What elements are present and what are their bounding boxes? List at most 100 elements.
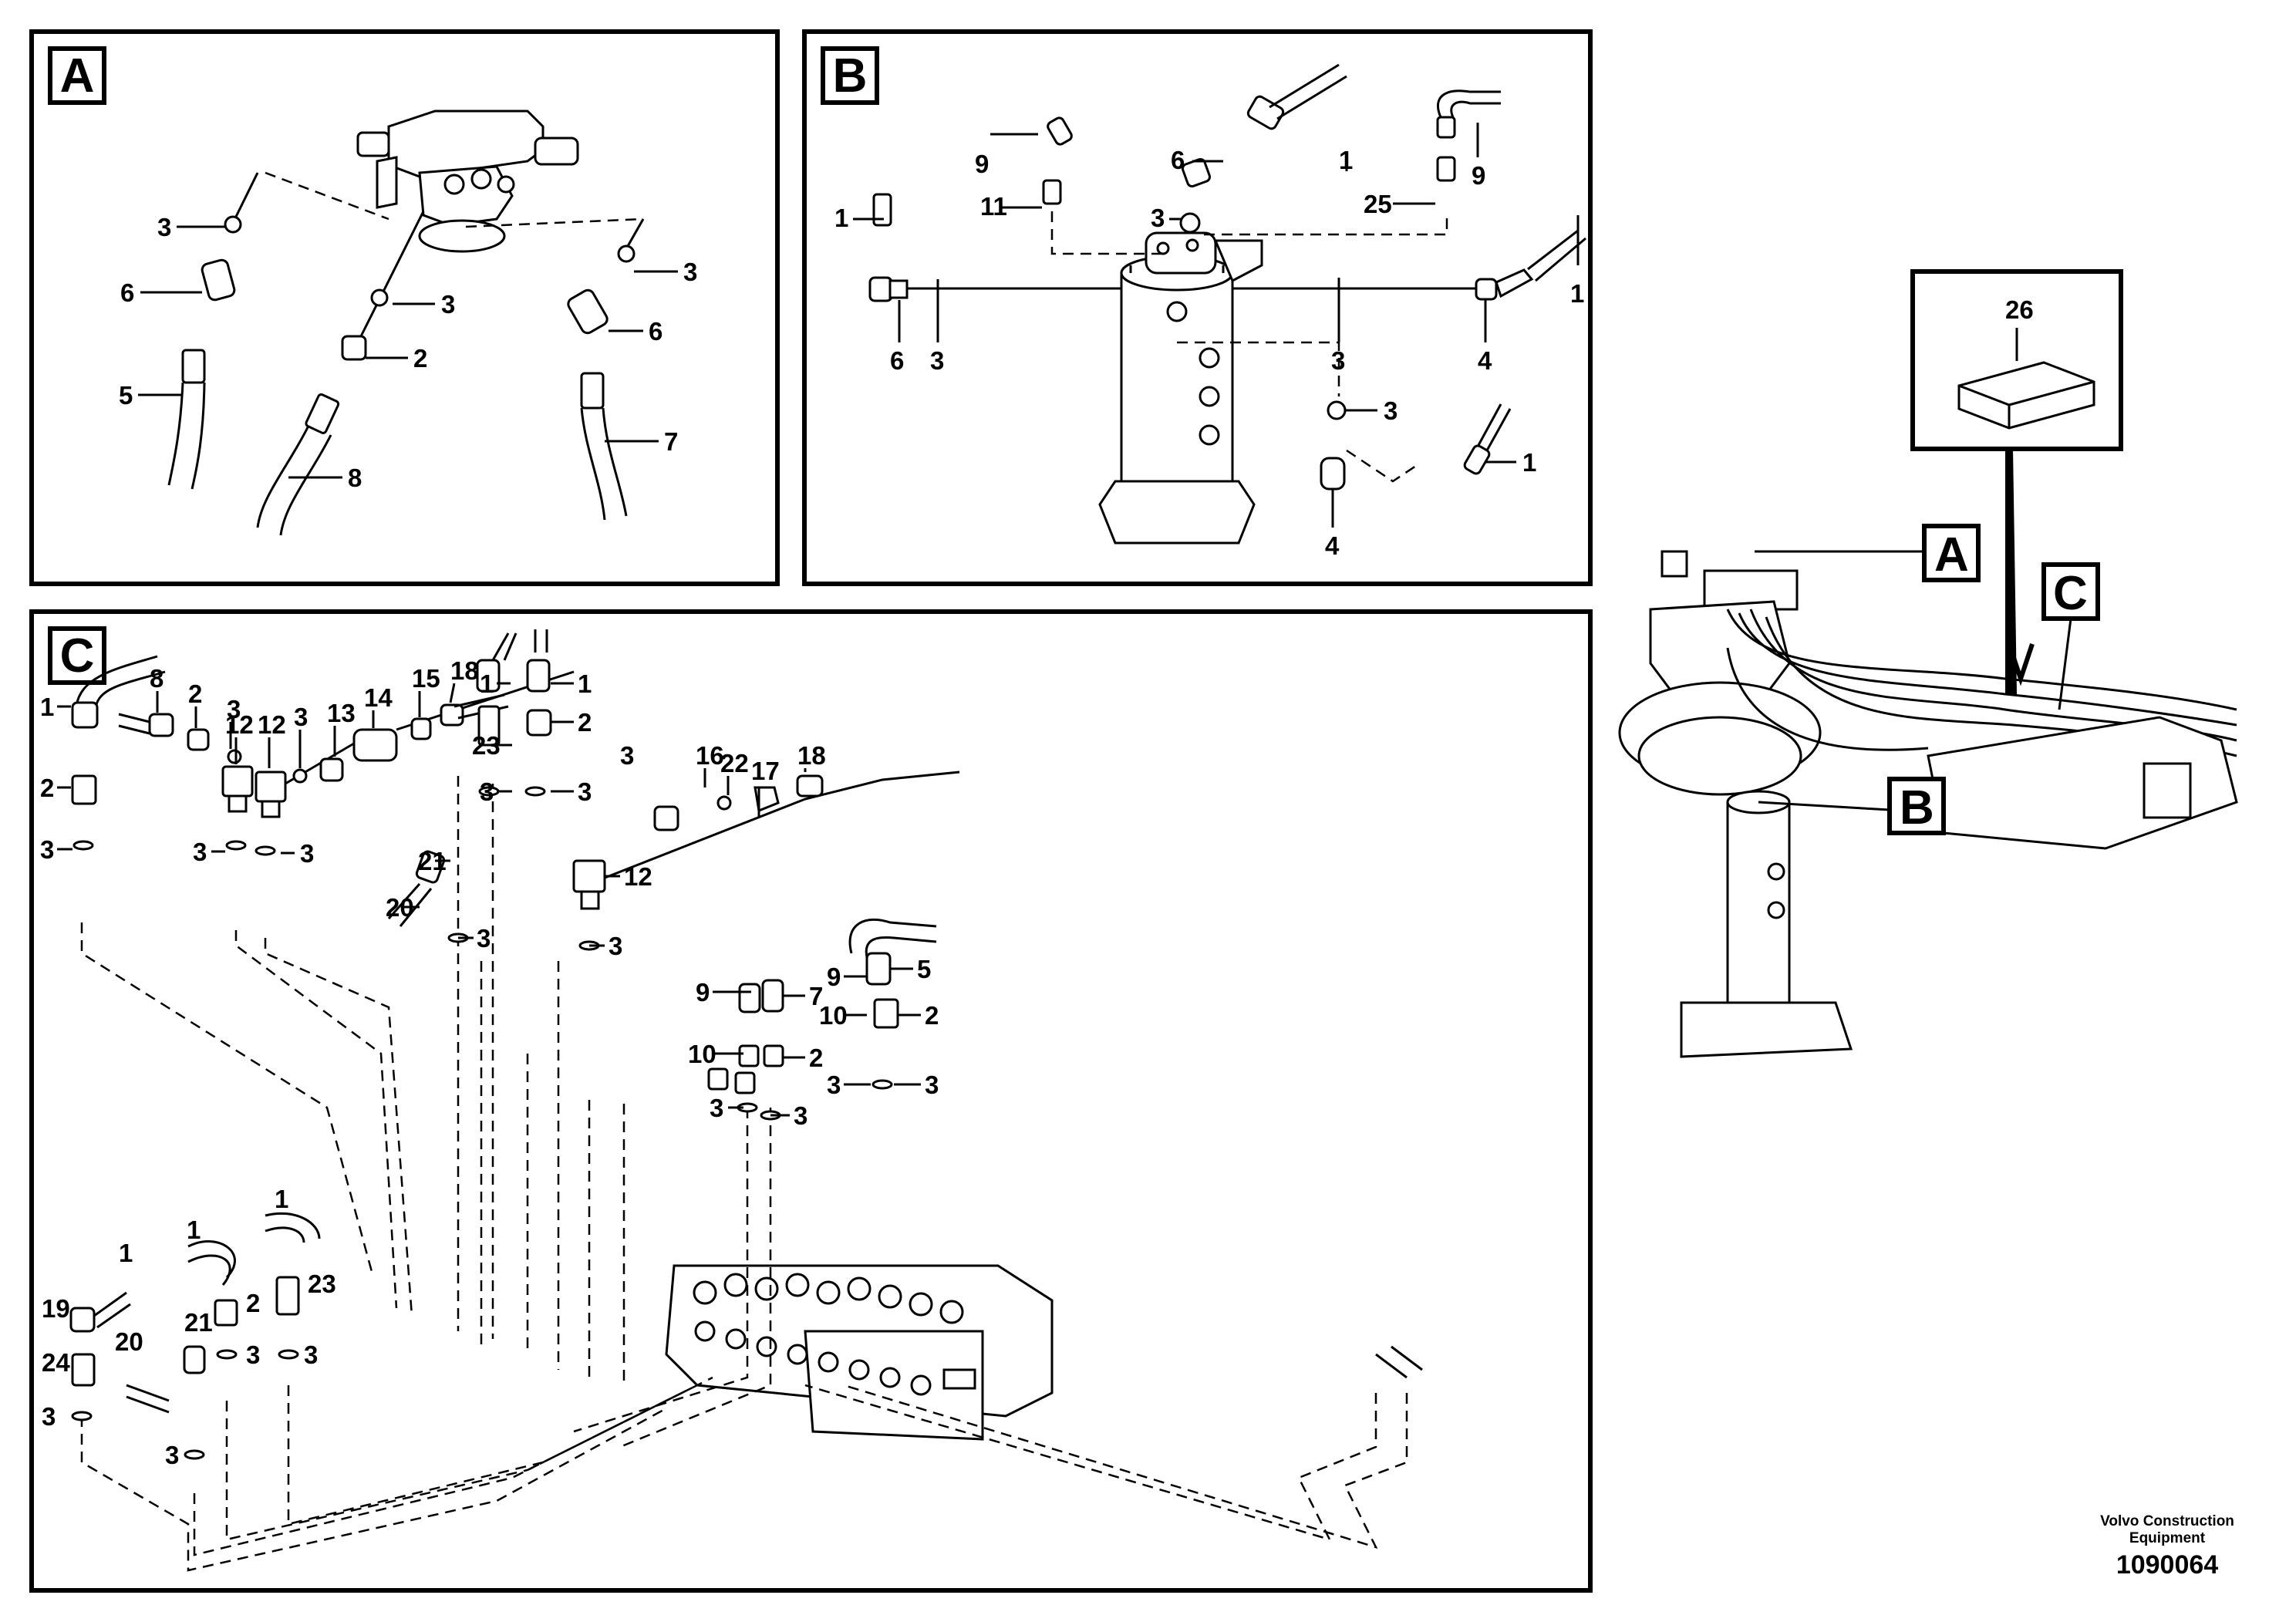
callout: 23 (472, 731, 501, 760)
callout: 21 (418, 847, 447, 875)
callout: 3 (441, 290, 455, 319)
fittings-c (69, 629, 1423, 1460)
callout: 20 (115, 1327, 143, 1356)
callout: 8 (150, 664, 164, 693)
callout: 3 (827, 1071, 841, 1099)
callout: 2 (188, 679, 202, 708)
callout: 21 (184, 1308, 213, 1337)
callout: 3 (294, 703, 308, 731)
callout: 3 (683, 258, 697, 286)
callout: 5 (119, 381, 133, 410)
callout: 9 (1472, 161, 1485, 190)
callout: 8 (348, 464, 362, 492)
callout: 4 (1325, 531, 1340, 560)
svg-text:B: B (1900, 781, 1934, 835)
callout: 14 (364, 683, 393, 712)
callout: 16 (696, 741, 724, 770)
fitting-chain-left (167, 215, 242, 490)
callout: 1 (119, 1239, 133, 1267)
brand-line-2: Equipment (2129, 1530, 2206, 1546)
callout: 3 (620, 741, 634, 770)
callout: 3 (925, 1071, 939, 1099)
callout: 9 (696, 978, 710, 1007)
routing-lines (80, 776, 1408, 1572)
callout: 20 (386, 893, 414, 922)
panel-c-drawing: 1 2 3 8 2 3 12 3 12 3 3 13 14 15 18 1 23… (40, 629, 1423, 1572)
callout: 6 (1171, 146, 1185, 174)
callout: 15 (412, 664, 440, 693)
callout: 1 (40, 693, 54, 721)
callout: 2 (925, 1001, 939, 1030)
callout: 25 (1364, 190, 1392, 218)
panel-c: C (29, 609, 1593, 1593)
callout: 9 (975, 150, 989, 178)
callout: 6 (120, 278, 134, 307)
callout: 18 (450, 656, 479, 685)
panel-a-drawing: 3 6 5 3 2 8 3 6 7 (119, 110, 697, 536)
callout: 1 (1570, 279, 1584, 308)
callout: 2 (40, 774, 54, 802)
callout: 3 (1331, 346, 1345, 375)
callout: 3 (42, 1402, 56, 1431)
callout: 3 (710, 1094, 723, 1122)
callout: 6 (649, 317, 663, 346)
callout: 2 (413, 344, 427, 373)
callout: 12 (225, 710, 254, 739)
document-number: 1090064 (2116, 1550, 2219, 1580)
callout: 17 (751, 757, 780, 785)
overview-drawing: 26 A (1618, 269, 2238, 1058)
callout: 3 (165, 1441, 179, 1469)
callout: 3 (227, 695, 241, 723)
callout: 3 (193, 838, 207, 866)
callout: 1 (1339, 146, 1353, 174)
callout: 7 (664, 427, 678, 456)
center-joint (1098, 231, 1263, 545)
callout: 3 (930, 346, 944, 375)
callout: 3 (477, 924, 491, 953)
callout: 3 (578, 777, 592, 806)
callout: 4 (1478, 346, 1492, 375)
callout: 3 (40, 835, 54, 864)
kit-pointer (2005, 449, 2017, 694)
callout: 3 (300, 839, 314, 868)
callout: 1 (1522, 448, 1536, 477)
kit-number: 26 (2005, 295, 2034, 324)
callout: 2 (578, 708, 592, 737)
callout: 6 (890, 346, 904, 375)
callout: 2 (809, 1044, 823, 1072)
overview-label-c: C (2007, 562, 2100, 710)
callout: 7 (809, 982, 823, 1010)
brand-line-1: Volvo Construction (2100, 1513, 2234, 1529)
fittings-b (868, 63, 1586, 491)
callout: 12 (624, 862, 652, 891)
callout: 3 (1384, 396, 1397, 425)
callout: 13 (327, 699, 356, 727)
callout: 19 (42, 1294, 70, 1323)
callout: 22 (720, 749, 749, 777)
callout: 9 (827, 963, 841, 991)
callout: 3 (480, 777, 494, 806)
panel-c-tag: C (48, 626, 106, 685)
callout: 1 (578, 669, 592, 698)
brand-text: Volvo Construction Equipment (2075, 1513, 2260, 1547)
panel-a-tag: A (48, 46, 106, 105)
callout: 3 (304, 1340, 318, 1369)
callout: 3 (157, 213, 171, 241)
panel-b-drawing: 9 6 1 9 1 11 3 25 1 6 3 3 4 3 1 4 (834, 63, 1586, 560)
swing-motor (356, 110, 579, 253)
callout: 12 (258, 710, 286, 739)
panel-b-tag: B (821, 46, 879, 105)
callout: 1 (480, 669, 494, 698)
svg-text:A: A (1934, 528, 1969, 582)
fitting-chain-right (567, 244, 636, 521)
leaders-c (57, 682, 921, 1117)
fitting-chain-middle (256, 288, 389, 536)
callout: 1 (187, 1216, 201, 1244)
overview-label-a: A (1755, 524, 1981, 582)
callout: 3 (794, 1101, 807, 1130)
excavator-assembly (1618, 550, 2238, 1058)
overview-area: 26 A (1604, 262, 2296, 1111)
callout: 10 (688, 1040, 716, 1068)
callout: 1 (834, 204, 848, 232)
callout: 23 (308, 1270, 336, 1298)
